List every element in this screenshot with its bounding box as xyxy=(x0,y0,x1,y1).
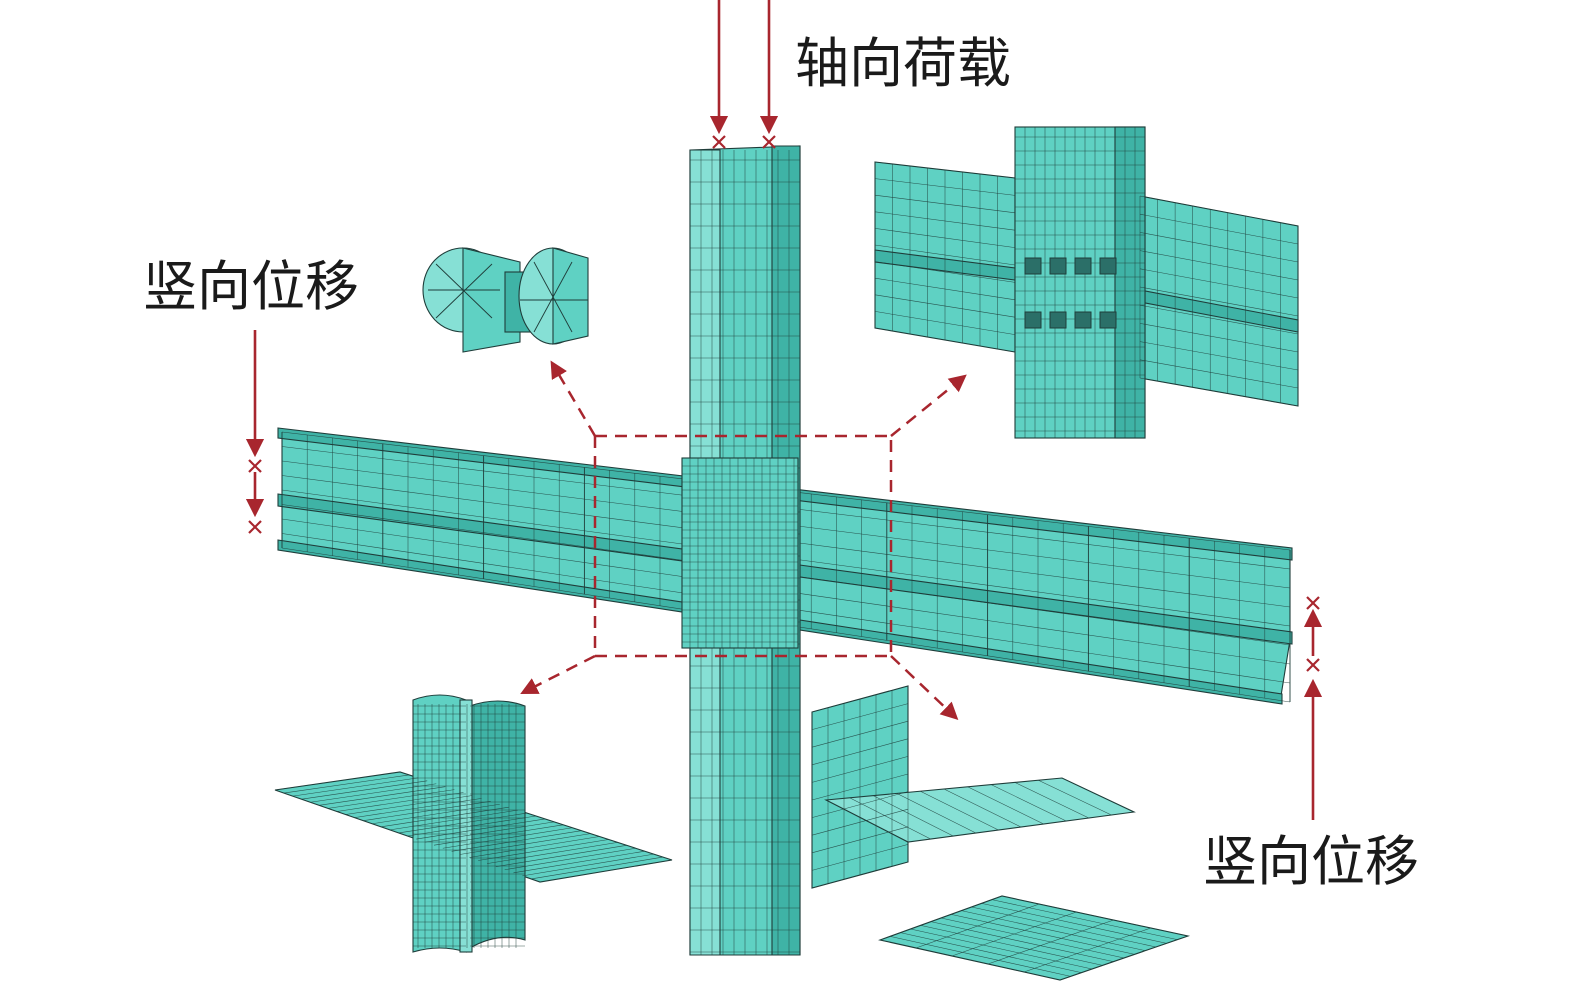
joint-detail xyxy=(874,126,1299,439)
reference-point-marker xyxy=(712,135,776,149)
vertical-displacement-label-left: 竖向位移 xyxy=(143,255,359,318)
leader-to-bolt xyxy=(550,360,597,437)
main-column xyxy=(681,145,801,956)
axial-load-arrows xyxy=(709,0,779,149)
axial-load-label: 轴向荷载 xyxy=(795,32,1011,95)
leader-to-stiffener xyxy=(520,654,596,694)
left-displacement-arrows xyxy=(245,330,265,534)
angle-detail xyxy=(811,685,1191,981)
reference-point-marker xyxy=(248,459,262,534)
leader-to-angle xyxy=(890,655,959,721)
reference-point-marker xyxy=(1306,596,1320,672)
stiffener-detail xyxy=(274,694,673,953)
right-displacement-arrows xyxy=(1303,596,1323,820)
leader-to-joint-detail xyxy=(890,374,967,437)
detail-region-box xyxy=(520,360,967,721)
bolt-detail xyxy=(422,247,589,353)
vertical-displacement-label-right: 竖向位移 xyxy=(1203,830,1419,893)
